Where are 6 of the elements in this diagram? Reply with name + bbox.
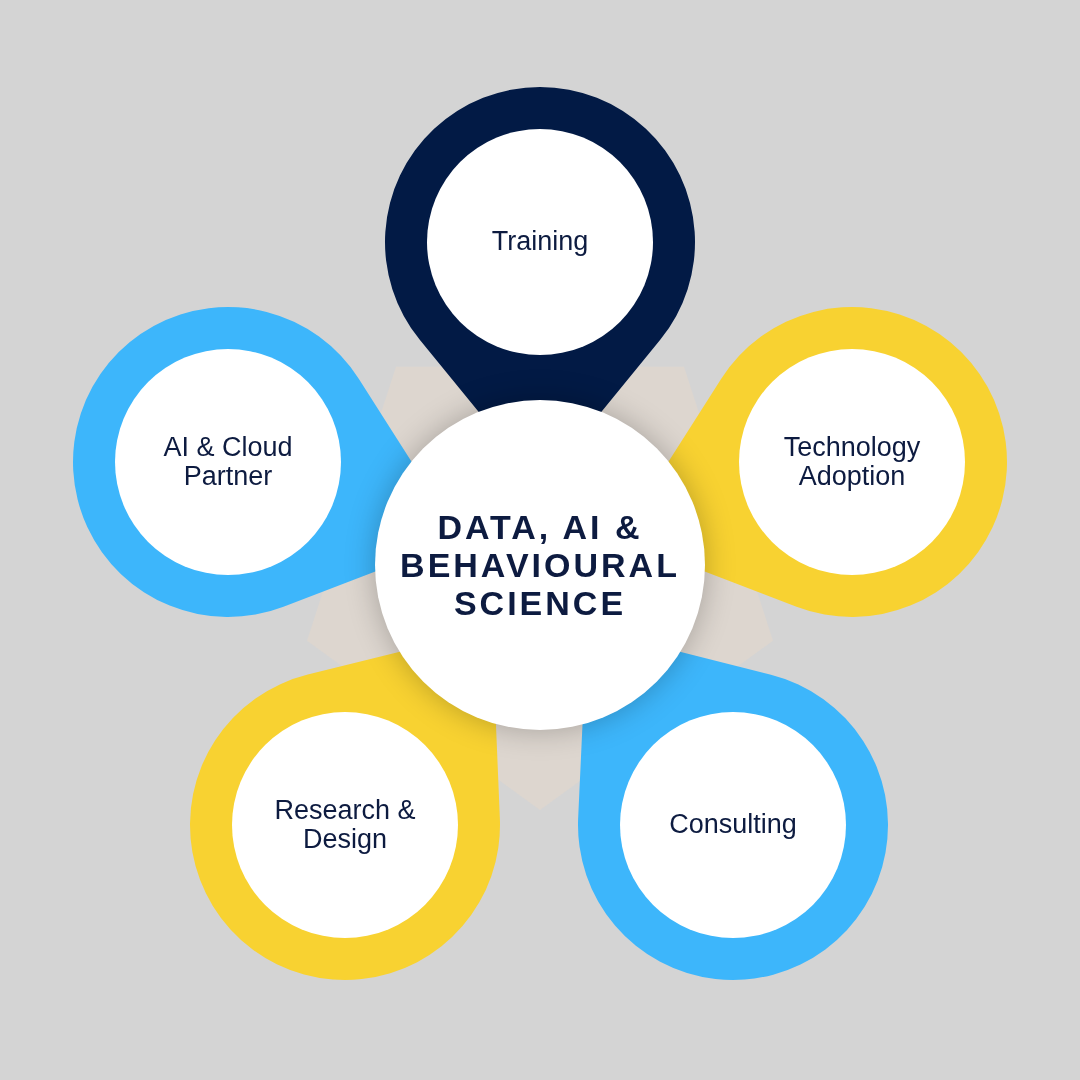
service-label: Research & Design [273, 795, 417, 855]
service-label: Consulting [669, 810, 797, 840]
service-label: AI & Cloud Partner [162, 432, 294, 492]
service-label: Technology Adoption [782, 432, 922, 492]
core-title: DATA, AI & BEHAVIOURAL SCIENCE [399, 507, 681, 623]
service-label: Training [491, 227, 589, 257]
